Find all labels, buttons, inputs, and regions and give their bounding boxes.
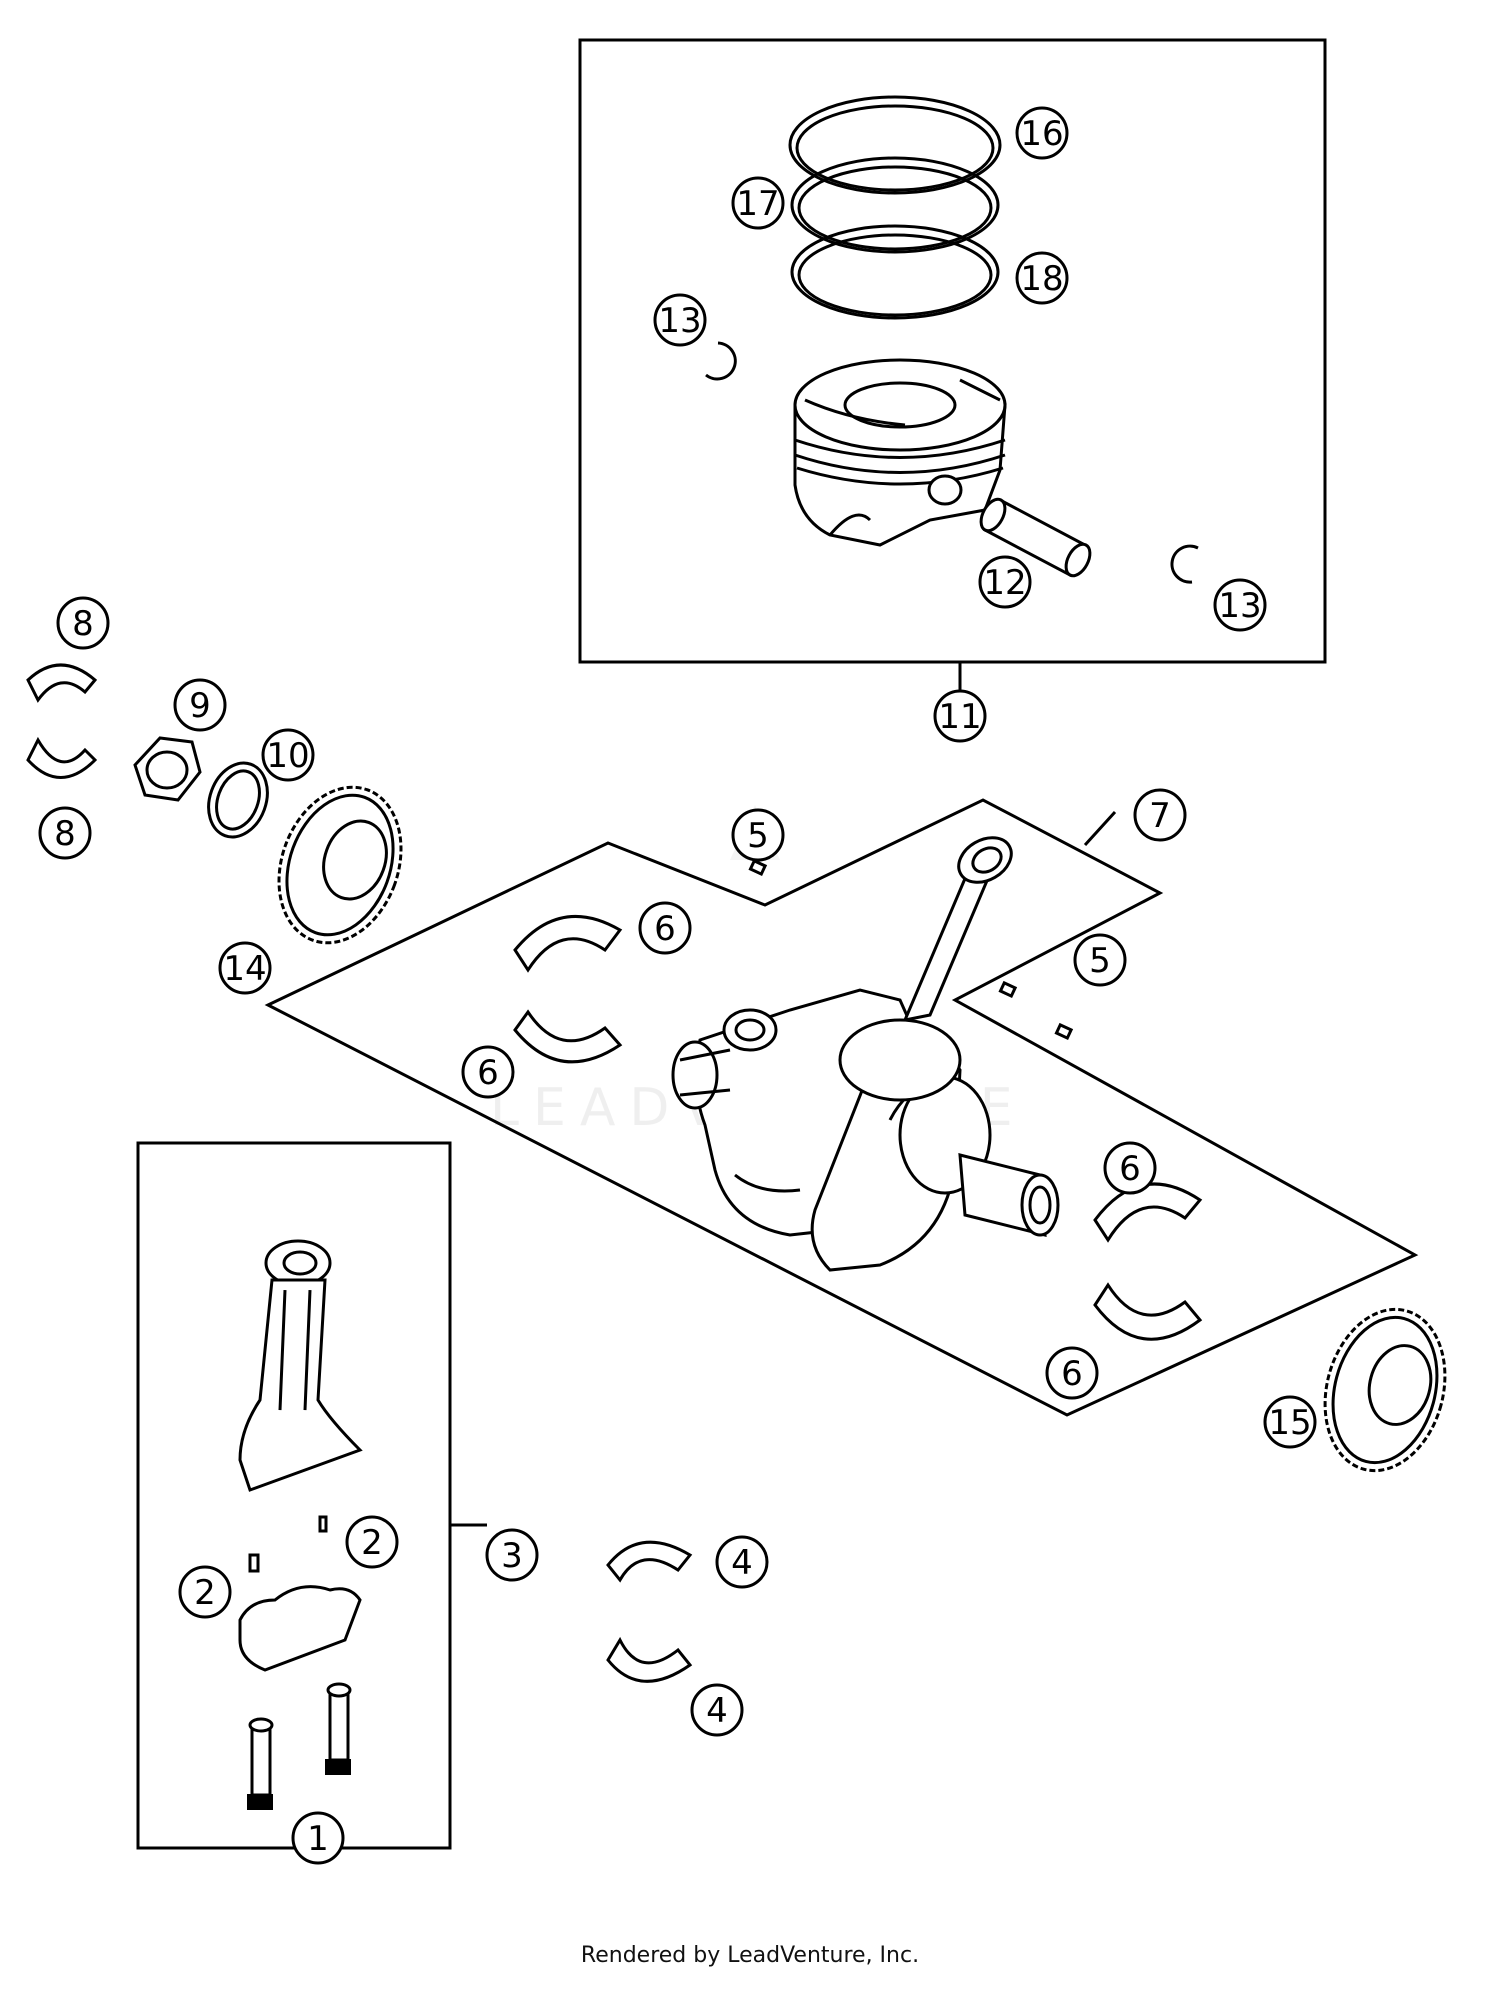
rod-cap <box>238 1585 362 1672</box>
main-bearing-shell-upper <box>26 663 98 703</box>
main-bearing-shell-lower <box>26 736 98 779</box>
callout-6-d[interactable]: 6 <box>1045 1346 1099 1400</box>
dowel-pin-upper <box>748 858 768 877</box>
svg-text:6: 6 <box>654 909 676 949</box>
connecting-rod <box>238 1239 363 1492</box>
callout-17[interactable]: 17 <box>731 176 785 230</box>
callout-16[interactable]: 16 <box>1015 106 1069 160</box>
rod-bearing-shell-lower <box>606 1636 693 1683</box>
rod-dowel-2 <box>248 1553 260 1573</box>
callout-6-b[interactable]: 6 <box>461 1045 515 1099</box>
callout-13-right[interactable]: 13 <box>1213 578 1267 632</box>
svg-text:2: 2 <box>361 1523 383 1563</box>
connecting-rod-on-crank <box>722 836 1013 1102</box>
rod-dowel-1 <box>318 1515 328 1533</box>
svg-text:14: 14 <box>223 949 266 989</box>
callout-5-top[interactable]: 5 <box>731 808 785 862</box>
washer <box>207 761 269 839</box>
svg-text:6: 6 <box>1061 1354 1083 1394</box>
rod-bolt-1 <box>247 1717 274 1810</box>
svg-text:2: 2 <box>194 1573 216 1613</box>
svg-text:12: 12 <box>983 563 1026 603</box>
svg-text:15: 15 <box>1268 1403 1311 1443</box>
crank-bearing-shell-2 <box>513 1009 623 1064</box>
piston <box>793 358 1007 547</box>
callout-13-left[interactable]: 13 <box>653 293 707 347</box>
rod-bolt-2 <box>325 1682 352 1775</box>
circlip-left <box>705 341 737 381</box>
callout-2-left[interactable]: 2 <box>178 1565 232 1619</box>
callout-6-c[interactable]: 6 <box>1103 1141 1157 1195</box>
piston-ring-middle <box>790 156 1000 254</box>
svg-text:10: 10 <box>266 736 309 776</box>
svg-text:5: 5 <box>1089 941 1111 981</box>
callout-4-top[interactable]: 4 <box>715 1535 769 1589</box>
rod-bearing-shell-upper <box>606 1540 693 1583</box>
crank-nut <box>133 736 202 802</box>
svg-text:6: 6 <box>1119 1149 1141 1189</box>
piston-kit-box <box>578 38 1327 690</box>
footer-credit: Rendered by LeadVenture, Inc. <box>580 1943 920 1968</box>
balancer-gear <box>1323 1307 1447 1473</box>
svg-text:5: 5 <box>747 816 769 856</box>
callout-4-bottom[interactable]: 4 <box>690 1683 744 1737</box>
dowel-pin-lower-1 <box>998 980 1018 999</box>
circlip-right <box>1170 544 1199 584</box>
callout-1[interactable]: 1 <box>291 1811 345 1865</box>
callout-12[interactable]: 12 <box>978 555 1032 609</box>
svg-text:18: 18 <box>1020 259 1063 299</box>
piston-pin <box>979 497 1092 578</box>
crankshaft-assembly-box <box>264 798 1419 1417</box>
svg-text:8: 8 <box>72 604 94 644</box>
svg-text:3: 3 <box>501 1536 523 1576</box>
callout-8-bottom[interactable]: 8 <box>38 806 92 860</box>
svg-text:13: 13 <box>1218 586 1261 626</box>
callout-15[interactable]: 15 <box>1263 1395 1317 1449</box>
piston-ring-top <box>788 95 1002 195</box>
callout-9[interactable]: 9 <box>173 678 227 732</box>
svg-text:4: 4 <box>731 1543 753 1583</box>
dowel-pin-lower-2 <box>1054 1022 1074 1041</box>
svg-text:7: 7 <box>1149 796 1171 836</box>
callout-3[interactable]: 3 <box>485 1528 539 1582</box>
svg-text:17: 17 <box>736 184 779 224</box>
svg-text:16: 16 <box>1020 114 1063 154</box>
svg-text:6: 6 <box>477 1053 499 1093</box>
crank-bearing-shell-3 <box>1093 1182 1203 1243</box>
callout-7[interactable]: 7 <box>1133 788 1187 842</box>
piston-ring-oil <box>790 224 1000 320</box>
callout-14[interactable]: 14 <box>218 941 272 995</box>
callout-2-right[interactable]: 2 <box>345 1515 399 1569</box>
callout-10[interactable]: 10 <box>261 728 315 782</box>
callout-18[interactable]: 18 <box>1015 251 1069 305</box>
callout-8-top[interactable]: 8 <box>56 596 110 650</box>
svg-text:1: 1 <box>307 1819 329 1859</box>
primary-gear <box>277 785 403 945</box>
svg-text:8: 8 <box>54 814 76 854</box>
svg-text:4: 4 <box>706 1691 728 1731</box>
callout-6-a[interactable]: 6 <box>638 901 692 955</box>
svg-text:13: 13 <box>658 301 701 341</box>
svg-text:11: 11 <box>938 697 981 737</box>
crank-bearing-shell-4 <box>1093 1282 1203 1341</box>
svg-text:9: 9 <box>189 686 211 726</box>
crank-bearing-shell-1 <box>513 914 623 973</box>
callout-11[interactable]: 11 <box>933 689 987 743</box>
callout-5-right[interactable]: 5 <box>1073 933 1127 987</box>
